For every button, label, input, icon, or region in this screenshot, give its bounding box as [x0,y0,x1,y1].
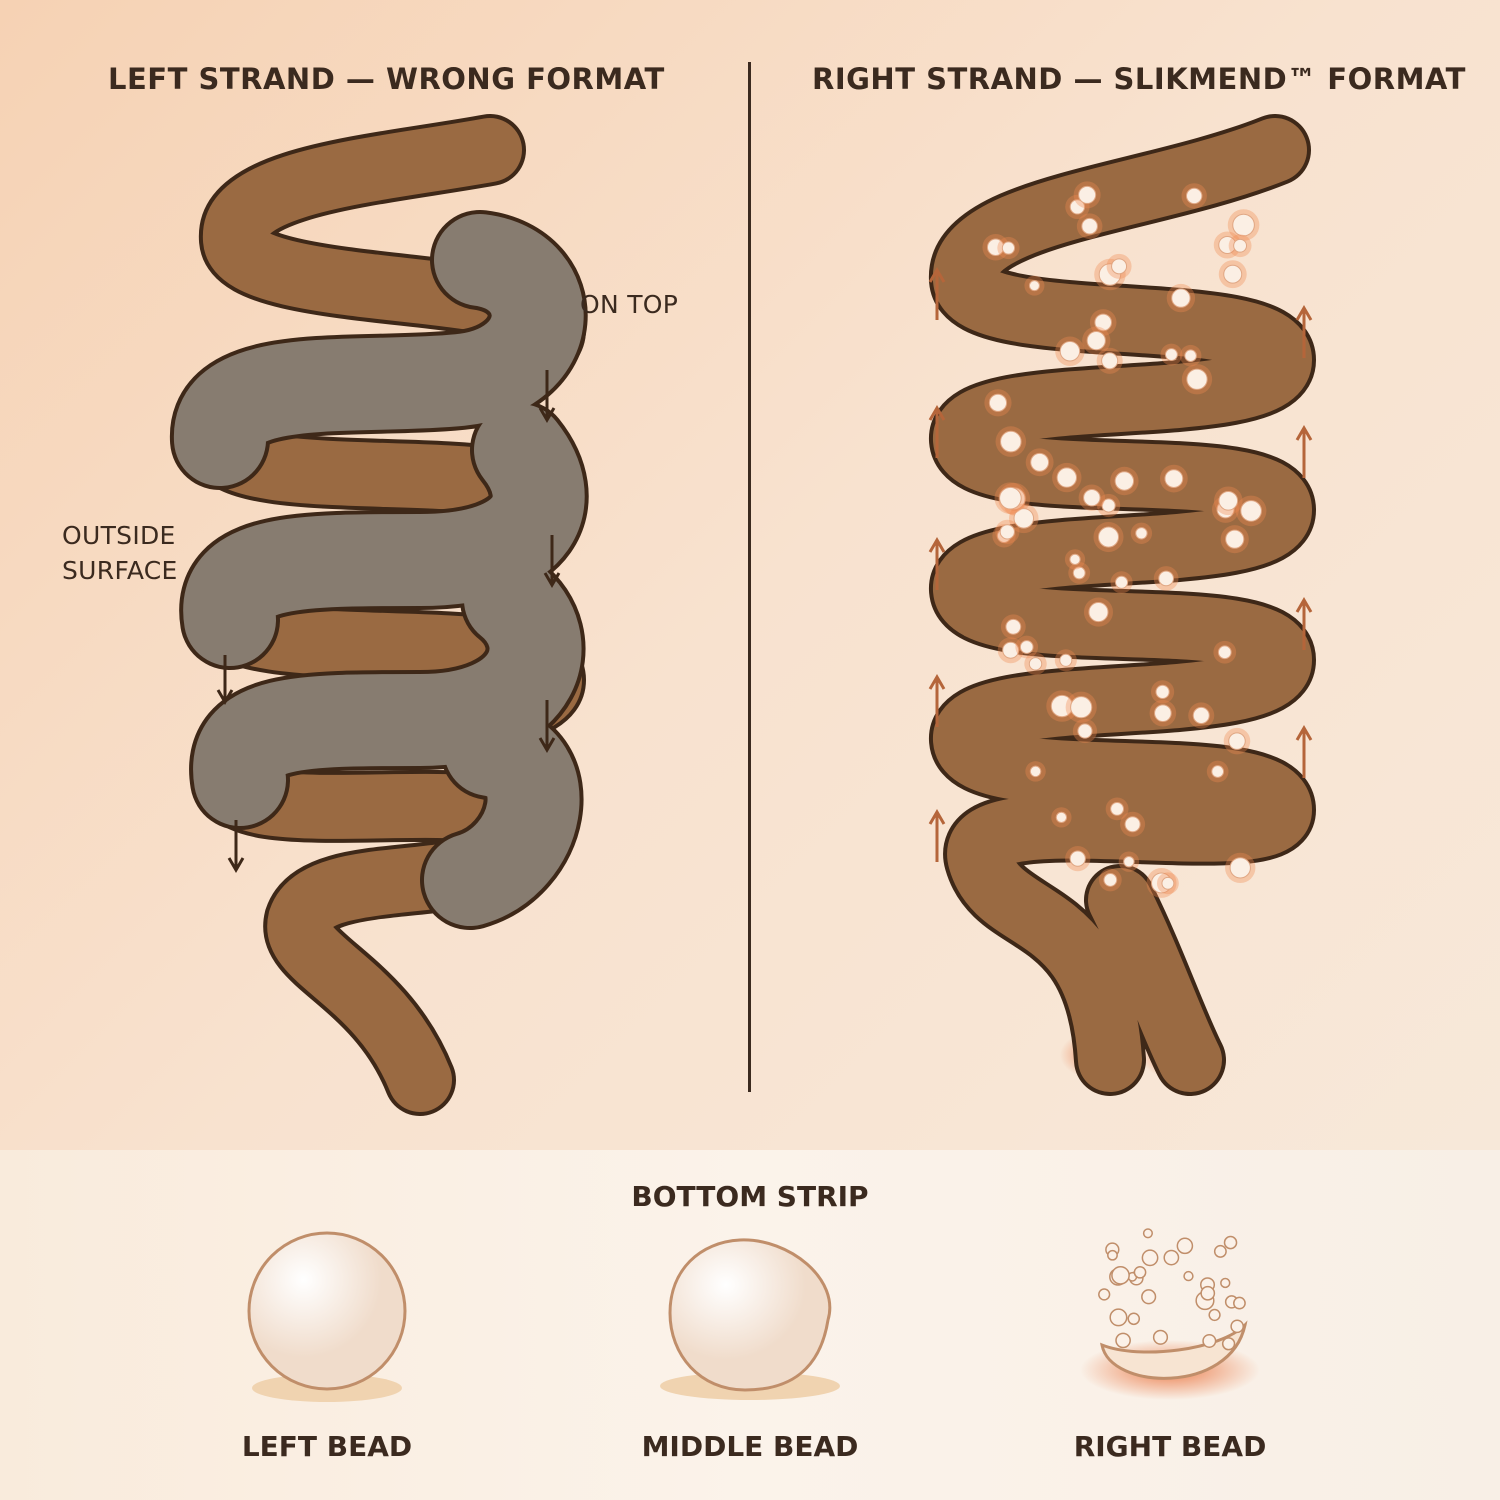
right-bead-label: RIGHT BEAD [1073,1430,1267,1463]
particle [1069,553,1081,566]
particle [1056,467,1077,488]
particle [1077,723,1093,739]
particle [1185,187,1203,205]
particle [1218,490,1239,511]
particle [1211,765,1225,778]
particle [1103,873,1118,887]
particle [1225,529,1245,549]
particle [1164,469,1184,488]
particle [1055,811,1068,824]
particle [1005,618,1022,635]
down-arrow-head [227,857,245,873]
particle [1110,801,1125,816]
particle [1111,258,1128,275]
particle [1059,340,1081,362]
up-arrow-head [1295,305,1313,321]
down-arrows [216,370,561,873]
particle [1217,645,1232,660]
down-arrow-head [543,572,561,588]
particle [1135,527,1148,540]
particle [1233,238,1248,253]
bottom-strip-title: BOTTOM STRIP [631,1180,869,1213]
up-arrow-head [1295,597,1313,613]
particle [1114,471,1135,491]
particle [1019,640,1034,654]
particle [1000,430,1022,453]
left-panel-title: LEFT STRAND — WRONG FORMAT [108,62,665,96]
particle [1069,850,1086,867]
gray-coating [170,210,589,930]
particle [999,486,1022,510]
down-arrow-head [538,737,556,753]
particle [1164,348,1178,362]
particle [1086,330,1106,351]
particle [1101,352,1119,370]
down-arrow-head [216,689,234,705]
particle [1030,452,1050,472]
particle [1028,280,1040,292]
particle [1240,500,1262,522]
up-arrow-head [1295,425,1313,441]
particle [1115,575,1129,589]
panel-divider [748,62,751,1092]
particle [1013,508,1035,529]
particle [1088,602,1109,623]
nano-particles [982,181,1267,898]
up-arrow-head [1295,725,1313,741]
up-arrow-head [928,405,946,421]
particle [1072,566,1086,580]
up-arrow-head [928,267,946,283]
particle [1070,696,1093,719]
particle [1059,653,1073,667]
particle [1081,217,1098,235]
particle [1069,199,1086,215]
down-arrow-head [538,407,556,423]
particle [1229,857,1251,879]
particle [1228,732,1246,750]
particle [1223,264,1243,284]
particle [1083,488,1101,507]
particle [1029,765,1042,778]
particle [1192,706,1210,724]
particle [1158,570,1174,587]
label-on-top: ON TOP [580,290,679,319]
particle [1232,213,1255,237]
particle [988,393,1008,412]
particle [1123,855,1135,868]
particle [1171,288,1191,308]
up-arrows [928,267,1313,862]
particle [999,524,1015,540]
particle [1078,185,1097,204]
particle [1101,498,1116,513]
particle [1154,704,1172,722]
particle [1001,241,1016,255]
right-hair-strand [929,114,1317,1096]
particle [1097,526,1120,548]
particle [1186,368,1208,390]
middle-bead-label: MIDDLE BEAD [641,1430,859,1463]
up-arrow-head [928,537,946,553]
particle [1155,684,1170,699]
right-panel-title: RIGHT STRAND — SLIKMEND™ FORMAT [812,62,1466,96]
up-arrow-head [928,674,946,690]
particle [1028,657,1043,671]
particle [1002,641,1020,659]
left-bead-label: LEFT BEAD [241,1430,413,1463]
particle [1161,876,1175,890]
label-outside-surface: OUTSIDE SURFACE [62,521,178,585]
particle [1124,816,1141,833]
particle [1184,349,1197,362]
up-arrow-head [928,809,946,825]
particle [1094,313,1112,332]
